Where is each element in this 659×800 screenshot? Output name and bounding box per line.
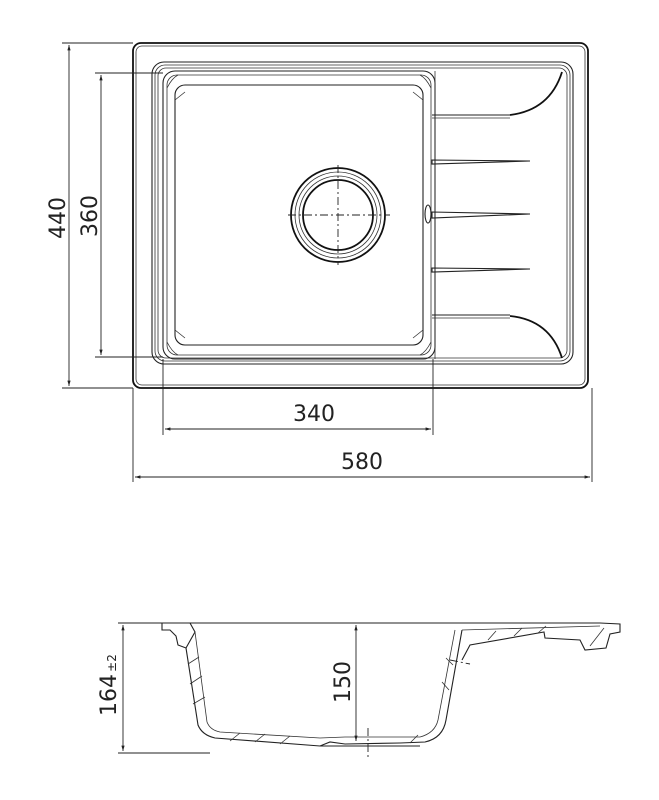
overflow-icon bbox=[424, 204, 432, 224]
inner-frame bbox=[151, 61, 574, 365]
draining-board bbox=[431, 71, 563, 359]
dimension-overall-depth: 440 bbox=[46, 42, 133, 389]
dim-label-580: 580 bbox=[341, 450, 383, 475]
top-view bbox=[132, 42, 589, 389]
dim-label-150: 150 bbox=[331, 661, 356, 703]
drain-icon bbox=[288, 165, 390, 265]
dimension-overall-width: 580 bbox=[132, 388, 593, 482]
dimension-bowl-depth: 360 bbox=[78, 72, 163, 358]
dim-label-340: 340 bbox=[293, 402, 335, 427]
dimension-overall-height: 164 ±2 bbox=[97, 622, 210, 754]
dim-label-360: 360 bbox=[78, 195, 103, 237]
section-view bbox=[120, 622, 621, 760]
dim-tolerance: ±2 bbox=[105, 654, 119, 672]
dim-label-164: 164 bbox=[97, 674, 122, 716]
dimension-bowl-height: 150 bbox=[331, 625, 358, 741]
outer-rim bbox=[132, 42, 589, 389]
dimension-bowl-width: 340 bbox=[162, 359, 434, 435]
dim-label-440: 440 bbox=[46, 197, 71, 239]
